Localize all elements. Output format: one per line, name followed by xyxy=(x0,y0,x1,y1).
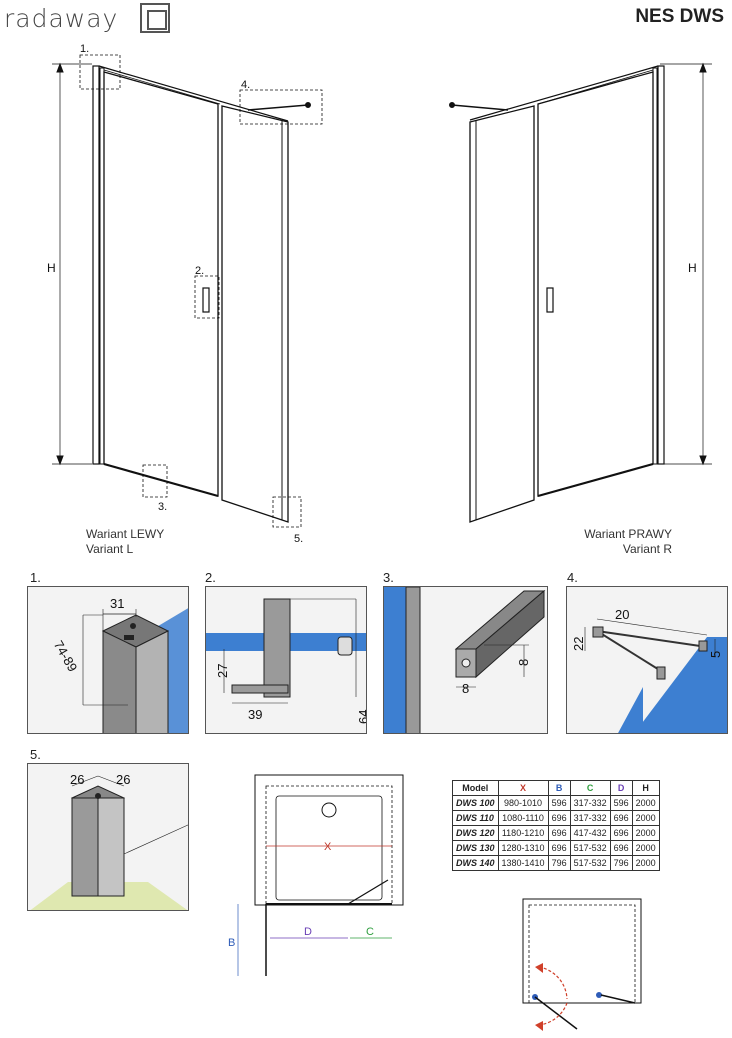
table-cell: 696 xyxy=(547,840,571,856)
detail-2-panel: 27 39 64 xyxy=(205,586,367,734)
plan-b-label: B xyxy=(228,937,235,949)
detail-4-panel: 20 22 5 xyxy=(566,586,728,734)
table-cell: 517-532 xyxy=(569,855,611,871)
plan-c-label: C xyxy=(366,926,374,938)
detail-4-dim-c: 5 xyxy=(708,651,723,658)
table-cell: 696 xyxy=(547,810,571,826)
h-label-left: H xyxy=(47,261,56,275)
spec-table-header: Model X B C D H xyxy=(452,780,660,796)
detail-5-panel: 26 26 xyxy=(27,763,189,911)
table-cell: 596 xyxy=(547,795,571,811)
detail-4-number: 4. xyxy=(567,570,578,585)
callout-2: 2. xyxy=(195,265,204,277)
variant-left-label: Wariant LEWY Variant L xyxy=(86,527,164,557)
table-cell: 2000 xyxy=(631,840,660,856)
table-row: DWS 130 1280-1310 696 517-532 696 2000 xyxy=(452,840,660,856)
table-cell: 796 xyxy=(609,855,633,871)
plan-view: X B D C xyxy=(228,774,404,976)
detail-5-number: 5. xyxy=(30,747,41,762)
col-h: H xyxy=(631,780,660,796)
plan-x-label: X xyxy=(324,841,332,853)
col-b: B xyxy=(547,780,571,796)
col-c: C xyxy=(569,780,611,796)
right-variant-drawing xyxy=(449,62,712,523)
detail-1-number: 1. xyxy=(30,570,41,585)
detail-2-number: 2. xyxy=(205,570,216,585)
table-cell: 696 xyxy=(609,840,633,856)
detail-4-dim-a: 20 xyxy=(615,607,629,622)
table-cell: 696 xyxy=(547,825,571,841)
col-model: Model xyxy=(452,780,499,796)
detail-3-panel: 8 8 xyxy=(383,586,548,734)
table-row: DWS 120 1180-1210 696 417-432 696 2000 xyxy=(452,825,660,841)
table-cell: 517-532 xyxy=(569,840,611,856)
table-cell: 2000 xyxy=(631,855,660,871)
h-label-right: H xyxy=(688,261,697,275)
table-row: DWS 110 1080-1110 696 317-332 696 2000 xyxy=(452,810,660,826)
variant-right-line2: Variant R xyxy=(622,542,672,556)
table-cell: 2000 xyxy=(631,795,660,811)
table-cell: 2000 xyxy=(631,825,660,841)
door-swing-diagram xyxy=(522,898,642,1031)
detail-3-number: 3. xyxy=(383,570,394,585)
elevation-drawings: H 1. 2. 3. 4. 5. H xyxy=(47,43,712,545)
table-cell: 317-332 xyxy=(569,795,611,811)
callout-5: 5. xyxy=(294,533,303,545)
variant-left-line2: Variant L xyxy=(86,542,134,556)
brand-logo-text: radaway xyxy=(4,4,119,33)
variant-left-line1: Wariant LEWY xyxy=(86,527,165,541)
table-cell: DWS 120 xyxy=(452,825,499,841)
detail-2-dim-c: 64 xyxy=(356,710,367,724)
table-cell: 1180-1210 xyxy=(497,825,549,841)
spec-table: Model X B C D H DWS 100 980-1010 596 317… xyxy=(452,780,660,871)
table-cell: DWS 140 xyxy=(452,855,499,871)
left-variant-drawing xyxy=(52,54,323,528)
variant-right-line1: Wariant PRAWY xyxy=(584,527,672,541)
detail-1-panel: 31 74-89 xyxy=(27,586,189,734)
detail-3-dim-a: 8 xyxy=(516,659,531,666)
table-cell: 796 xyxy=(547,855,571,871)
table-cell: 980-1010 xyxy=(497,795,549,811)
table-cell: DWS 110 xyxy=(452,810,499,826)
detail-2-dim-a: 27 xyxy=(215,664,230,678)
callout-3: 3. xyxy=(158,501,167,513)
detail-5-dim-b: 26 xyxy=(116,772,130,787)
plan-d-label: D xyxy=(304,926,312,938)
callout-1: 1. xyxy=(80,43,89,55)
variant-right-label: Wariant PRAWY Variant R xyxy=(584,527,672,557)
table-row: DWS 140 1380-1410 796 517-532 796 2000 xyxy=(452,855,660,871)
col-x: X xyxy=(497,780,549,796)
table-cell: 696 xyxy=(609,825,633,841)
table-cell: 417-432 xyxy=(569,825,611,841)
callout-4: 4. xyxy=(241,79,250,91)
table-cell: 317-332 xyxy=(569,810,611,826)
table-cell: 1380-1410 xyxy=(497,855,549,871)
table-cell: 1280-1310 xyxy=(497,840,549,856)
col-d: D xyxy=(609,780,633,796)
brand-logo-icon xyxy=(140,3,170,33)
table-row: DWS 100 980-1010 596 317-332 596 2000 xyxy=(452,795,660,811)
table-cell: DWS 130 xyxy=(452,840,499,856)
detail-3-dim-b: 8 xyxy=(462,681,469,696)
table-cell: 2000 xyxy=(631,810,660,826)
table-cell: DWS 100 xyxy=(452,795,499,811)
model-title: NES DWS xyxy=(635,6,724,27)
table-cell: 1080-1110 xyxy=(497,810,549,826)
table-cell: 596 xyxy=(609,795,633,811)
detail-2-dim-b: 39 xyxy=(248,707,262,722)
detail-1-dim-a: 31 xyxy=(110,596,124,611)
detail-4-dim-b: 22 xyxy=(571,637,586,651)
detail-5-dim-a: 26 xyxy=(70,772,84,787)
table-cell: 696 xyxy=(609,810,633,826)
